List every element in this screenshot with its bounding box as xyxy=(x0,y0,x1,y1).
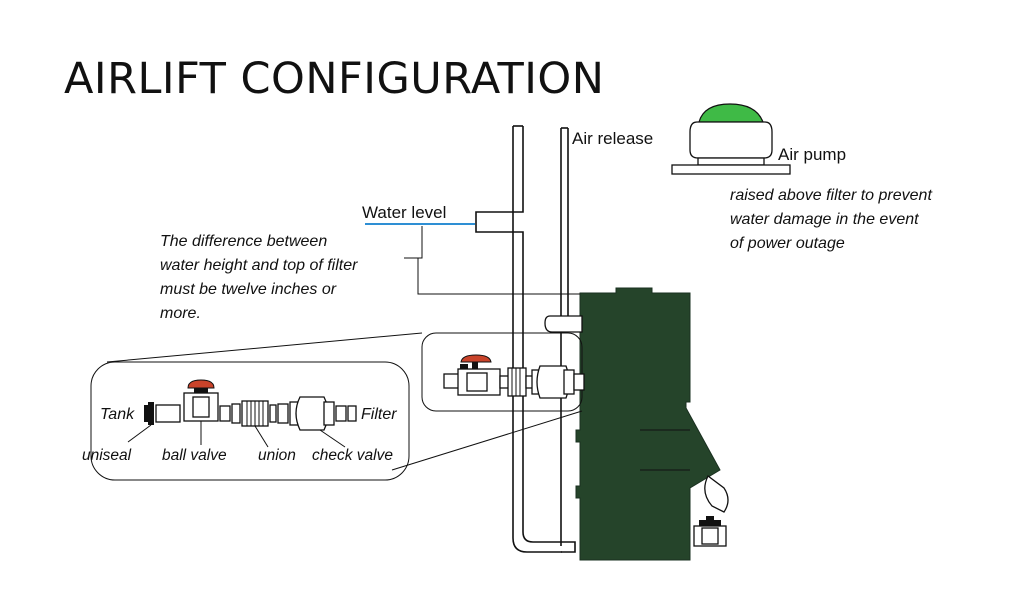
difference-leader-bottom xyxy=(417,258,580,295)
difference-line-4: more. xyxy=(160,305,201,322)
difference-line-3: must be twelve inches or xyxy=(160,281,337,298)
check-valve-fitting xyxy=(289,396,335,431)
uniseal-fitting xyxy=(144,402,154,425)
difference-leader xyxy=(404,226,423,259)
valve-assembly-inset xyxy=(421,332,585,412)
air-release-label: Air release xyxy=(572,129,653,148)
part-ball-valve-label: ball valve xyxy=(162,447,227,464)
pump-note-line-3: of power outage xyxy=(730,235,845,252)
part-union-label: union xyxy=(258,447,296,464)
drain-valve xyxy=(693,516,727,547)
diagram-title: AIRLIFT CONFIGURATION xyxy=(64,54,604,104)
air-release-tube xyxy=(560,127,569,546)
pump-note: raised above filter to prevent water dam… xyxy=(730,187,932,252)
filter-inlet-elbow xyxy=(544,315,583,333)
pump-note-line-2: water damage in the event xyxy=(730,211,919,228)
detail-filter-label: Filter xyxy=(361,406,397,423)
filter-outlet xyxy=(704,475,729,513)
union-fitting xyxy=(241,400,269,427)
air-pump xyxy=(671,103,791,175)
airlift-pipe xyxy=(475,125,576,553)
air-pump-base xyxy=(697,157,765,166)
detail-connector-top xyxy=(106,332,423,363)
filter-body xyxy=(575,287,729,561)
water-level-label: Water level xyxy=(362,203,446,222)
detail-tank-label: Tank xyxy=(100,406,135,423)
part-check-valve-label: check valve xyxy=(312,447,393,464)
difference-note: The difference between water height and … xyxy=(160,233,358,322)
air-pump-label: Air pump xyxy=(778,145,846,164)
pump-note-line-1: raised above filter to prevent xyxy=(730,187,932,204)
difference-line-2: water height and top of filter xyxy=(160,257,358,274)
difference-line-1: The difference between xyxy=(160,233,327,250)
air-pump-body xyxy=(689,121,773,159)
filter-housing xyxy=(575,287,721,561)
air-pump-cap xyxy=(698,103,764,123)
detail-connector-bottom xyxy=(391,410,583,471)
detail-box: Tank Filter xyxy=(82,361,410,481)
ball-valve-fitting xyxy=(183,379,219,422)
air-pump-platform xyxy=(671,164,791,175)
part-uniseal-label: uniseal xyxy=(82,447,132,464)
